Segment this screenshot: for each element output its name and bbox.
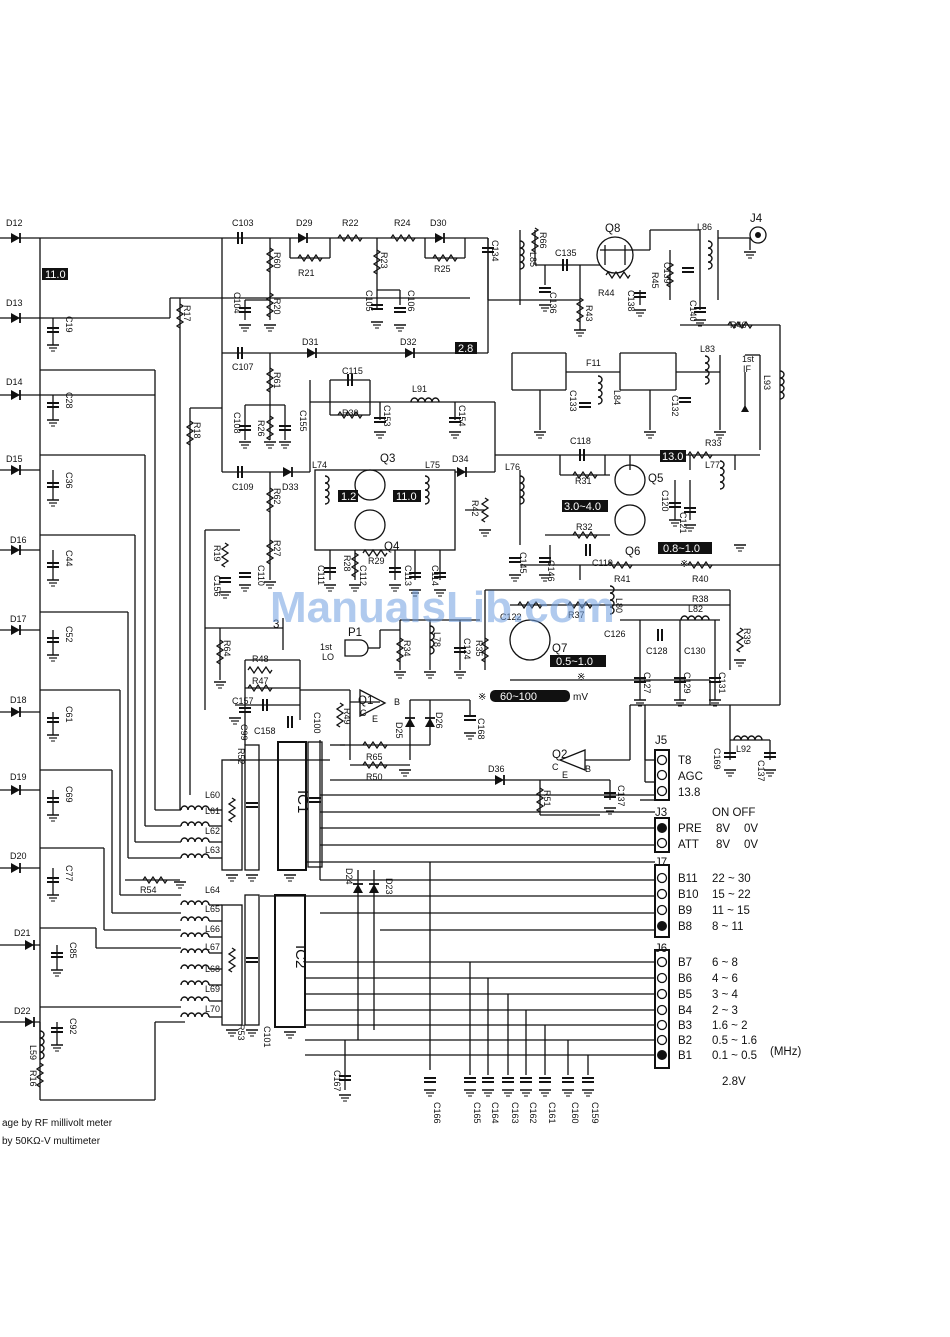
top-mixer-section [170, 231, 496, 810]
left-filter-section [0, 232, 488, 1101]
ic-section [90, 618, 780, 1102]
q5-q6-if-amp [495, 448, 780, 582]
svg-text:D18: D18 [10, 695, 27, 705]
diode-label: D12 [6, 218, 23, 228]
svg-text:C52: C52 [64, 626, 74, 643]
svg-text:D15: D15 [6, 454, 23, 464]
svg-text:D19: D19 [10, 772, 27, 782]
top-right-if-section [481, 226, 785, 705]
left-labels: D12 D13 D14 D15 D16 D17 D18 D19 D20 D21 … [6, 218, 78, 1087]
svg-text:R16: R16 [28, 1070, 38, 1087]
connector-blocks [654, 749, 670, 1069]
svg-text:D16: D16 [10, 535, 27, 545]
svg-text:D21: D21 [14, 928, 31, 938]
svg-text:D22: D22 [14, 1006, 31, 1016]
svg-text:D14: D14 [6, 377, 23, 387]
svg-text:D17: D17 [10, 614, 27, 624]
svg-text:D20: D20 [10, 851, 27, 861]
band-select-bus [260, 794, 655, 1075]
svg-text:C69: C69 [64, 786, 74, 803]
svg-text:C61: C61 [64, 706, 74, 723]
svg-text:L59: L59 [28, 1045, 38, 1060]
q7-stage [344, 585, 747, 707]
svg-text:C92: C92 [68, 1018, 78, 1035]
svg-text:C28: C28 [64, 392, 74, 409]
svg-text:C85: C85 [68, 942, 78, 959]
q3-q4-mixer [314, 455, 496, 597]
svg-text:C77: C77 [64, 865, 74, 882]
voltage-tags [42, 268, 712, 702]
svg-text:C44: C44 [64, 550, 74, 567]
svg-text:D13: D13 [6, 298, 23, 308]
svg-text:C19: C19 [64, 316, 74, 333]
svg-text:C36: C36 [64, 472, 74, 489]
